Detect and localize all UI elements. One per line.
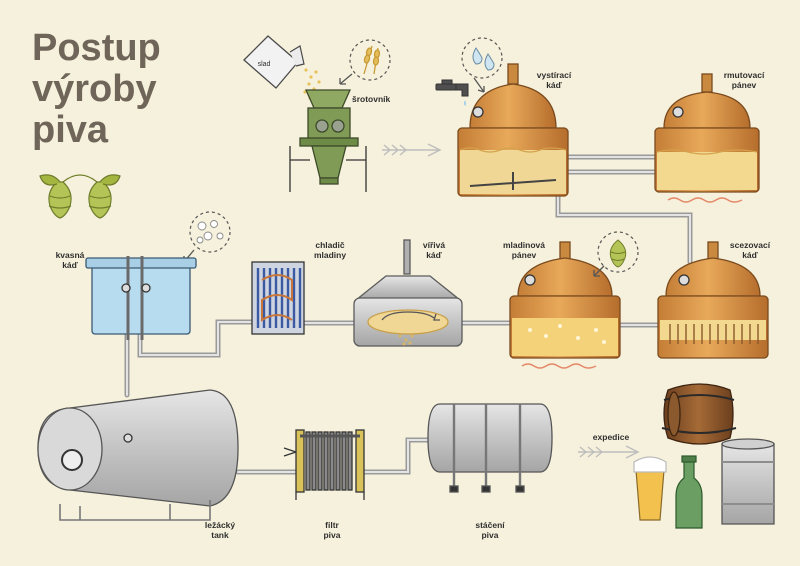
wort-pan-label: mladinová pánev: [494, 240, 554, 260]
fermenter-label: kvasná káď: [48, 250, 92, 270]
mash-pan-label: rmutovací pánev: [716, 70, 772, 90]
mash-pan-label-line2: pánev: [731, 80, 757, 90]
beer-filter: [283, 429, 365, 500]
mash-tun-vessel: [457, 63, 569, 197]
flow-arrow-icon: [382, 143, 442, 157]
beer-keg: [721, 438, 775, 525]
lauter-tun-vessel: [657, 241, 769, 359]
beer-barrel: [661, 383, 737, 445]
lager-tank-label-line1: ležácký: [204, 520, 236, 530]
racking-label-line2: piva: [481, 530, 499, 540]
yeast-icon: [183, 211, 231, 263]
lauter-tun-label-line1: scezovací: [729, 240, 771, 250]
lager-tank-label-line2: tank: [211, 530, 229, 540]
wort-pan-label-line2: pánev: [511, 250, 537, 260]
beer-filter-label-line1: filtr: [325, 520, 339, 530]
grain-icon: [339, 39, 391, 85]
beer-filter-label: filtr piva: [314, 520, 350, 540]
mill: [289, 89, 367, 192]
fermenter-label-line2: káď: [62, 260, 78, 270]
flow-arrow-icon: [578, 445, 640, 459]
beer-glass: [633, 456, 667, 521]
hop-icon: [39, 174, 72, 219]
lauter-tun-label: scezovací káď: [720, 240, 780, 260]
mash-tun-label: vystírací káď: [528, 70, 580, 90]
mill-label: šrotovník: [352, 94, 391, 104]
beer-bottle: [675, 455, 703, 529]
racking-label: stáčení piva: [466, 520, 514, 540]
mash-tun-label-line2: káď: [546, 80, 562, 90]
wort-cooler: [251, 261, 305, 335]
lager-tank: [37, 389, 239, 521]
lager-tank-label: ležácký tank: [196, 520, 244, 540]
beer-filter-label-line2: piva: [323, 530, 341, 540]
whirlpool-label-line1: vířivá: [422, 240, 446, 250]
dispatch-label: expedice: [592, 432, 630, 442]
hop-icon-pair: [39, 174, 121, 219]
tap-icon: [435, 79, 469, 106]
racking-tank: [427, 403, 553, 493]
wort-pan-label-line1: mladinová: [502, 240, 546, 250]
whirlpool-vessel: [353, 239, 463, 347]
wort-cooler-label: chladič mladiny: [304, 240, 356, 260]
bag-label: slad: [257, 61, 271, 68]
hop-icon: [88, 174, 121, 219]
racking-label-line1: stáčení: [475, 520, 505, 530]
title-line-2: výroby: [32, 68, 157, 110]
fermenter-label-line1: kvasná: [55, 250, 85, 260]
mash-pan-label-line1: rmutovací: [723, 70, 765, 80]
whirlpool-label: vířivá káď: [414, 240, 454, 260]
wort-cooler-label-line2: mladiny: [313, 250, 347, 260]
water-drop-icon: [461, 37, 503, 93]
wort-cooler-label-line1: chladič: [315, 240, 345, 250]
mash-pan-vessel: [654, 73, 760, 203]
fermenter-vessel: [85, 256, 197, 340]
wort-pan-vessel: [509, 241, 621, 369]
hop-icon: [593, 231, 639, 277]
whirlpool-label-line2: káď: [426, 250, 442, 260]
mash-tun-label-line1: vystírací: [536, 70, 572, 80]
lauter-tun-label-line2: káď: [742, 250, 758, 260]
title-line-3: piva: [32, 109, 109, 151]
page-title: Postup výroby piva: [32, 28, 161, 151]
title-line-1: Postup: [32, 27, 161, 69]
